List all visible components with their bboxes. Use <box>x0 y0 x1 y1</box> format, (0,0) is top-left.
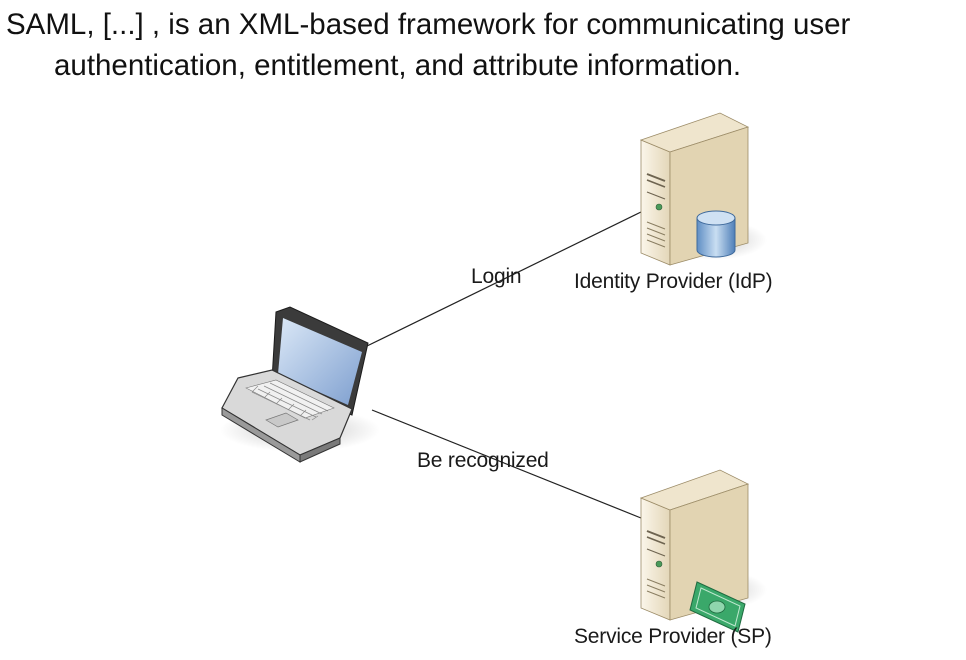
server-database-icon <box>639 112 767 266</box>
quote-line-1: SAML, [...] , is an XML-based framework … <box>6 8 851 41</box>
edge-label-login: Login <box>471 265 522 288</box>
idp-label: Identity Provider (IdP) <box>574 270 773 293</box>
laptop-icon <box>220 306 380 463</box>
edge-label-be-recognized: Be recognized <box>417 449 549 472</box>
quote-text: SAML, [...] , is an XML-based framework … <box>6 4 961 86</box>
edge-login <box>366 211 642 347</box>
money-icon <box>689 581 746 633</box>
quote-line-2: authentication, entitlement, and attribu… <box>54 49 742 82</box>
edge-be-recognized <box>371 409 642 519</box>
sp-label: Service Provider (SP) <box>574 625 772 648</box>
server-money-icon <box>639 469 767 633</box>
